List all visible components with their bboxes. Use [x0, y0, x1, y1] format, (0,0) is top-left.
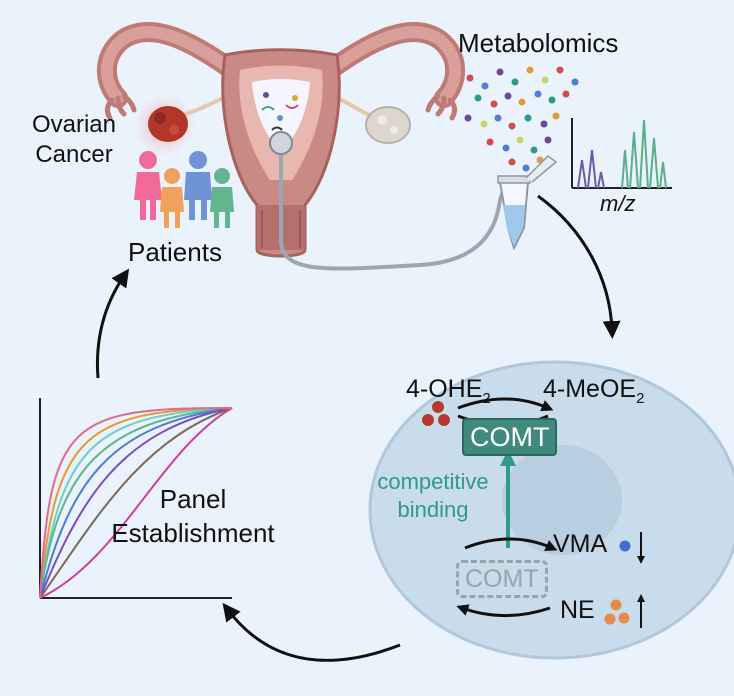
- ovarian-cancer-line1: Ovarian: [31, 111, 117, 138]
- conversion-arrow: [457, 397, 554, 412]
- ne-molecule-icon: [604, 599, 630, 625]
- meoe2-text: 4-MeOE: [543, 375, 637, 403]
- ohe2-molecule-icon: [422, 401, 450, 426]
- ohe2-text: 4-OHE: [406, 375, 483, 403]
- ovarian-cancer-label: Ovarian Cancer: [18, 110, 130, 170]
- ohe2-label: 4-OHE2: [406, 375, 491, 407]
- panel-line2: Establishment: [111, 518, 275, 548]
- meoe2-label: 4-MeOE2: [543, 375, 644, 407]
- patients-label: Patients: [128, 237, 222, 267]
- vma-label: VMA: [553, 530, 608, 558]
- ohe2-subscript: 2: [482, 390, 491, 407]
- vma-molecule-icon: [619, 540, 631, 552]
- panel-line1: Panel: [159, 484, 227, 514]
- ne-conversion-arrow: [456, 604, 551, 617]
- ne-label: NE: [560, 596, 595, 624]
- cycle-arrow-to-cell: [537, 194, 621, 339]
- comt-inactive-box: COMT: [456, 560, 548, 598]
- mz-axis-label: m/z: [600, 191, 636, 216]
- meoe2-subscript: 2: [636, 390, 645, 407]
- panel-establishment-label: Panel Establishment: [78, 482, 308, 550]
- ovarian-cancer-line2: Cancer: [35, 141, 113, 168]
- comt-enzyme-box: COMT: [462, 418, 558, 456]
- sample-tube-icon: [497, 155, 558, 251]
- cell-illustration: [368, 360, 734, 660]
- cycle-arrow-to-panel: [222, 602, 401, 662]
- vma-conversion-arrow: [464, 537, 558, 552]
- roc-curves-chart: [39, 398, 233, 599]
- competitive-line1: competitive: [377, 469, 489, 494]
- cycle-arrow-to-patients: [95, 268, 130, 379]
- metabolomics-label: Metabolomics: [458, 28, 619, 58]
- uterus-illustration: [96, 22, 507, 271]
- patients-icon: [134, 151, 234, 228]
- metabolite-cloud: [464, 66, 579, 172]
- competitive-line2: binding: [397, 497, 469, 522]
- competitive-binding-label: competitive binding: [368, 468, 498, 524]
- mass-spectrum-chart: [571, 118, 672, 189]
